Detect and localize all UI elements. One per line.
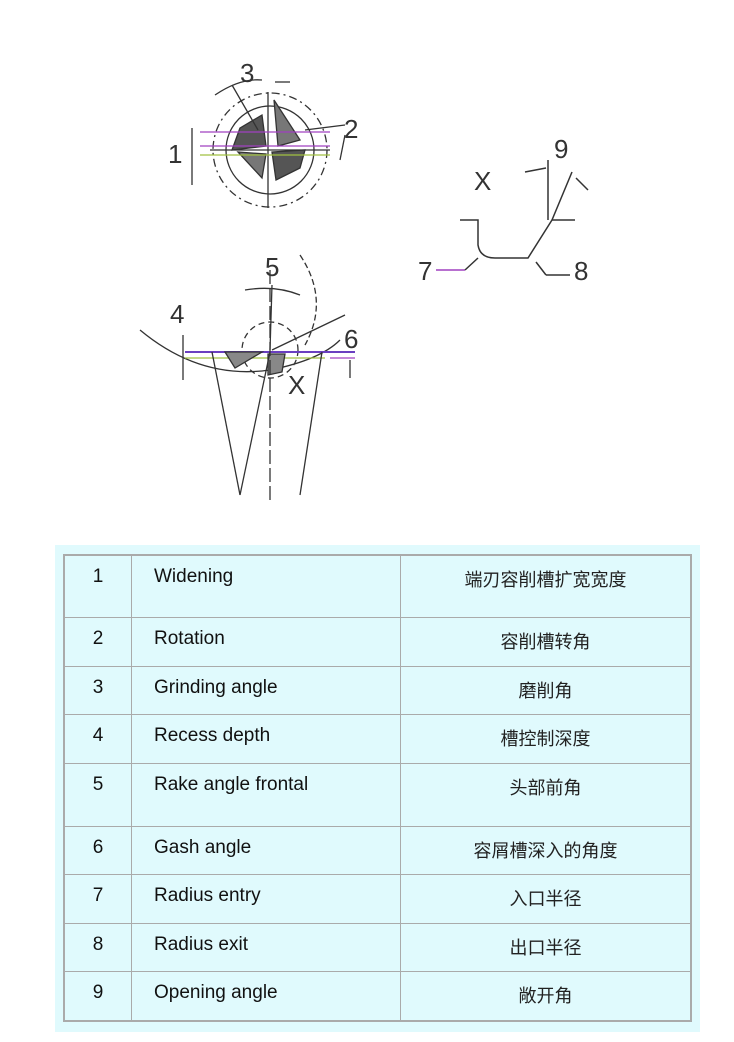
- table-cell-chinese: 容屑槽深入的角度: [400, 825, 692, 875]
- label-x-mid: X: [288, 370, 305, 400]
- table-cell-chinese: 磨削角: [400, 665, 692, 715]
- table-cell-chinese: 入口半径: [400, 873, 692, 924]
- label-8: 8: [574, 256, 588, 286]
- table-cell-number: 3: [63, 665, 132, 715]
- table-cell-english: Opening angle: [131, 970, 401, 1022]
- table-cell-number: 9: [63, 970, 132, 1022]
- table-cell-chinese: 槽控制深度: [400, 713, 692, 764]
- table-cell-number: 4: [63, 713, 132, 764]
- label-3: 3: [240, 58, 254, 88]
- table-cell-chinese: 端刃容削槽扩宽宽度: [400, 554, 692, 618]
- table-cell-english: Radius exit: [131, 922, 401, 972]
- label-1: 1: [168, 139, 182, 169]
- table-cell-number: 8: [63, 922, 132, 972]
- table-cell-chinese: 敞开角: [400, 970, 692, 1022]
- end-mill-geometry-diagram: 3 2 1 5 4 6 X X 9 7 8: [139, 58, 589, 500]
- label-9: 9: [554, 134, 568, 164]
- table-cell-number: 5: [63, 762, 132, 827]
- detail-x-drawing: [436, 160, 589, 276]
- table-cell-english: Gash angle: [131, 825, 401, 875]
- table-cell-english: Rotation: [131, 616, 401, 667]
- table-cell-english: Rake angle frontal: [131, 762, 401, 827]
- table-cell-chinese: 头部前角: [400, 762, 692, 827]
- label-7: 7: [418, 256, 432, 286]
- label-2: 2: [344, 114, 358, 144]
- label-5: 5: [265, 252, 279, 282]
- label-4: 4: [170, 299, 184, 329]
- label-6: 6: [344, 324, 358, 354]
- label-x-detail: X: [474, 166, 491, 196]
- end-view-drawing: [191, 79, 346, 208]
- table-cell-english: Recess depth: [131, 713, 401, 764]
- table-cell-number: 2: [63, 616, 132, 667]
- table-cell-chinese: 出口半径: [400, 922, 692, 972]
- table-cell-english: Grinding angle: [131, 665, 401, 715]
- table-cell-english: Radius entry: [131, 873, 401, 924]
- table-cell-number: 1: [63, 554, 132, 618]
- table-cell-number: 6: [63, 825, 132, 875]
- side-view-drawing: [139, 254, 355, 500]
- table-cell-number: 7: [63, 873, 132, 924]
- table-cell-english: Widening: [131, 554, 401, 618]
- table-cell-chinese: 容削槽转角: [400, 616, 692, 667]
